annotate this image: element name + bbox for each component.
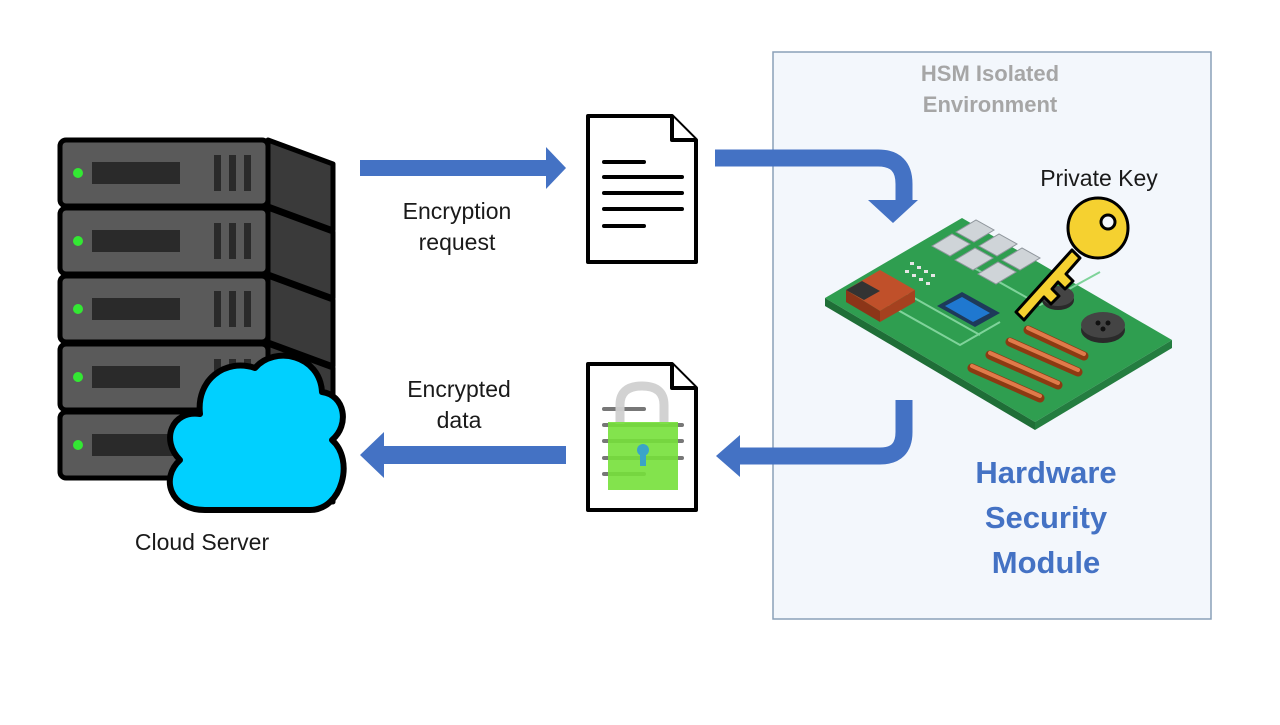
arrow-hsm-to-encrypted-document xyxy=(716,400,913,477)
request-label-line-2: request xyxy=(418,229,496,255)
hsm-name: Hardware Security Module xyxy=(930,450,1162,585)
locked-document-icon xyxy=(586,362,698,512)
request-label-line-1: Encryption xyxy=(402,198,512,224)
server-led-icon xyxy=(73,372,83,382)
server-led-icon xyxy=(73,236,83,246)
response-label-line-2: data xyxy=(436,407,482,433)
server-led-icon xyxy=(73,304,83,314)
private-key-label: Private Key xyxy=(1024,163,1174,194)
hsm-title-line-1: HSM Isolated xyxy=(920,61,1060,86)
arrow-request-to-document xyxy=(360,147,566,189)
server-unit xyxy=(57,137,336,233)
hsm-title-line-2: Environment xyxy=(922,92,1058,117)
server-led-icon xyxy=(73,440,83,450)
hsm-name-line-3: Module xyxy=(991,545,1101,580)
document-icon xyxy=(586,114,698,264)
circuit-board-icon xyxy=(825,218,1172,430)
server-unit xyxy=(57,273,336,369)
private-key-text: Private Key xyxy=(1040,165,1158,191)
arrow-document-to-hsm xyxy=(715,149,918,223)
hsm-name-line-1: Hardware xyxy=(975,455,1117,490)
server-led-icon xyxy=(73,168,83,178)
encryption-request-label: Encryption request xyxy=(372,196,542,258)
encrypted-data-label: Encrypted data xyxy=(374,374,544,436)
cloud-icon xyxy=(166,352,347,513)
arrow-encrypted-data-to-server xyxy=(360,432,566,478)
cloud-server-label: Cloud Server xyxy=(110,527,294,558)
cloud-server-text: Cloud Server xyxy=(134,529,270,555)
hsm-environment-title: HSM Isolated Environment xyxy=(870,58,1110,120)
key-icon xyxy=(1014,196,1130,322)
response-label-line-1: Encrypted xyxy=(407,376,511,402)
hsm-name-line-2: Security xyxy=(984,500,1108,535)
